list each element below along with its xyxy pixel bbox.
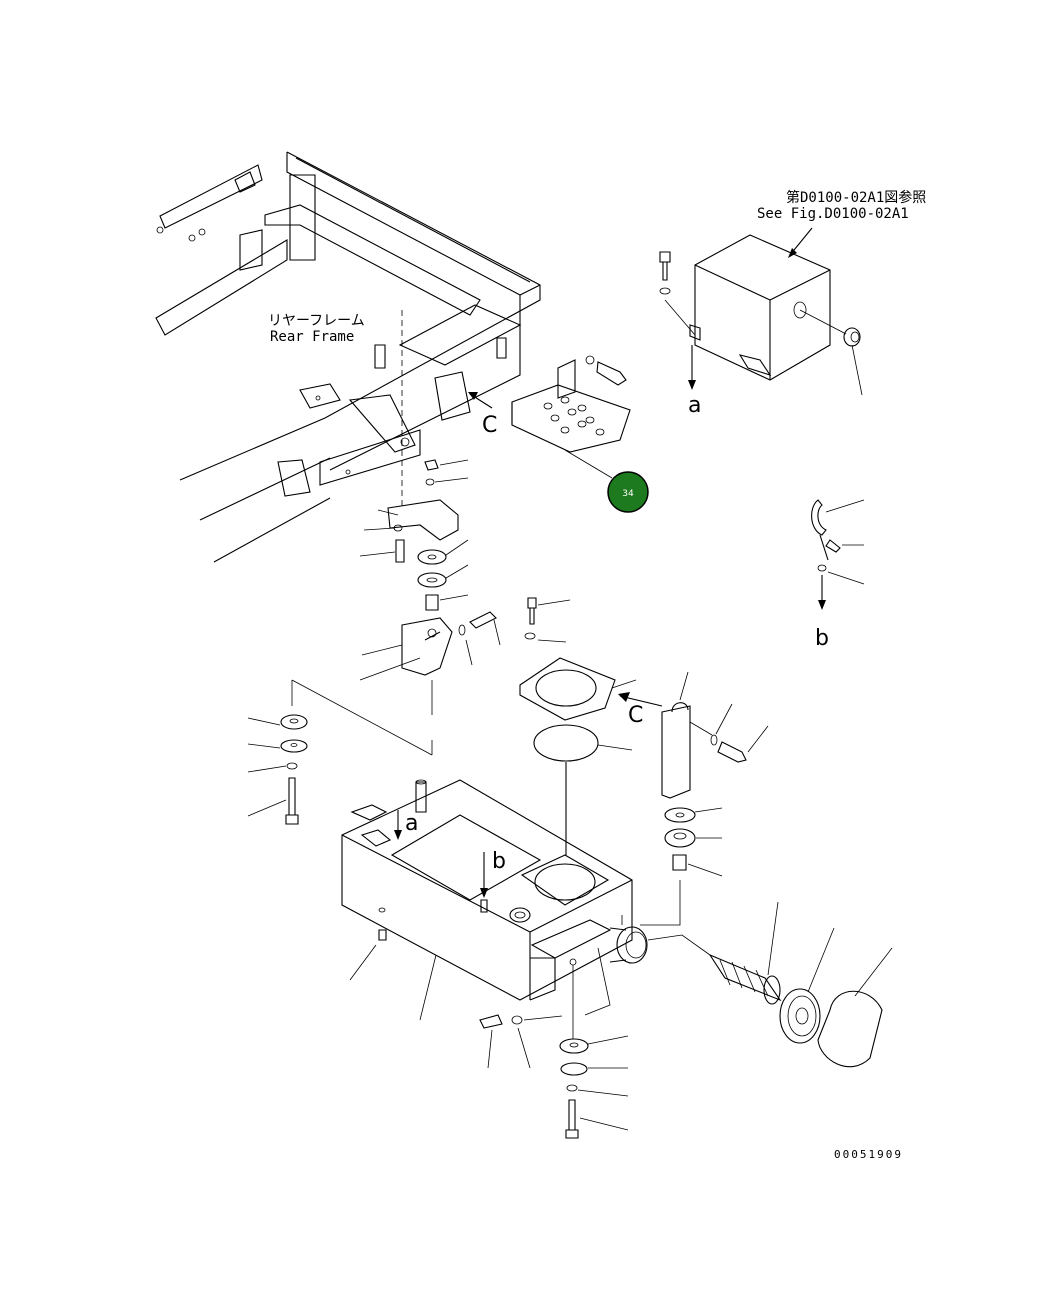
reference-note: 第D0100-02A1図参照 See Fig.D0100-02A1 xyxy=(757,189,926,222)
connector-label-b-tank: b xyxy=(492,849,506,874)
reference-note-en: See Fig.D0100-02A1 xyxy=(757,206,909,222)
connector-label-a-top: a xyxy=(688,393,701,418)
rear-frame-label: リヤーフレーム Rear Frame xyxy=(268,313,365,345)
callout-badge xyxy=(607,471,649,513)
connector-label-c-mid: C xyxy=(628,703,643,728)
drawing-number: 00051909 xyxy=(834,1148,903,1161)
rear-frame-label-en: Rear Frame xyxy=(270,329,354,345)
step-holes xyxy=(543,396,605,436)
step-bracket xyxy=(511,355,631,479)
strainer xyxy=(708,901,782,1005)
battery-box: a xyxy=(659,227,863,418)
connector-label-b-top: b xyxy=(815,626,829,651)
rear-frame xyxy=(155,151,541,563)
connector-c-upper: C xyxy=(468,392,497,438)
hose-clip: b xyxy=(811,499,865,651)
rear-frame-label-jp: リヤーフレーム xyxy=(268,313,365,329)
connector-label-c-upper: C xyxy=(482,413,497,438)
callout-number: 34 xyxy=(622,489,634,499)
tank-flange xyxy=(519,597,637,855)
fuel-tank: a b xyxy=(341,779,711,1040)
reference-note-jp: 第D0100-02A1図参照 xyxy=(786,189,926,206)
bottom-mount-stack xyxy=(479,1014,629,1139)
connector-label-a-tank: a xyxy=(405,811,418,836)
part-callout-34[interactable]: 34 xyxy=(607,471,649,513)
filler-pipe: C xyxy=(618,671,769,926)
filler-cap xyxy=(779,927,893,1068)
left-mount-stack xyxy=(247,679,433,825)
mount-stack xyxy=(359,459,501,715)
